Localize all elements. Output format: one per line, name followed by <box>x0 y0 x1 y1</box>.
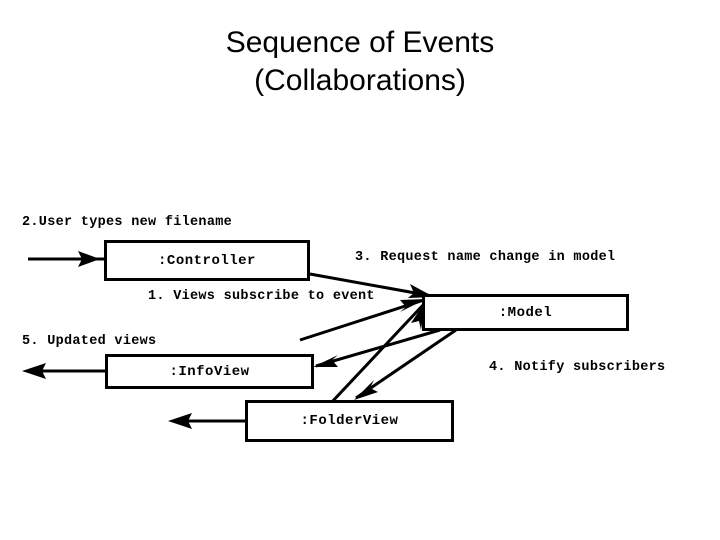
object-box-folderview[interactable]: :FolderView <box>245 400 454 442</box>
object-label-folderview: :FolderView <box>300 413 399 429</box>
step-caption-2: 2.User types new filename <box>22 215 233 230</box>
link-model-to-infoview <box>313 328 441 368</box>
step-caption-4: 4. Notify subscribers <box>489 360 666 375</box>
link-model-to-folderview <box>354 328 457 400</box>
link-folderview-to-user <box>168 413 245 429</box>
link-infoview-to-model <box>299 298 426 342</box>
step-caption-5: 5. Updated views <box>22 334 157 349</box>
page-title: Sequence of Events (Collaborations) <box>0 24 720 100</box>
link-infoview-to-user <box>22 363 105 379</box>
object-label-infoview: :InfoView <box>169 363 250 380</box>
link-folderview-to-model <box>328 302 426 406</box>
object-box-infoview[interactable]: :InfoView <box>105 354 314 389</box>
step-caption-1: 1. Views subscribe to event <box>148 289 375 304</box>
object-box-model[interactable]: :Model <box>422 294 629 331</box>
title-line-2: (Collaborations) <box>254 64 466 97</box>
object-label-controller: :Controller <box>158 252 256 269</box>
object-label-model: :Model <box>498 304 553 321</box>
title-line-1: Sequence of Events <box>225 26 495 59</box>
object-box-controller[interactable]: :Controller <box>104 240 310 281</box>
step-caption-3: 3. Request name change in model <box>355 250 616 265</box>
link-user-to-controller <box>28 251 104 267</box>
